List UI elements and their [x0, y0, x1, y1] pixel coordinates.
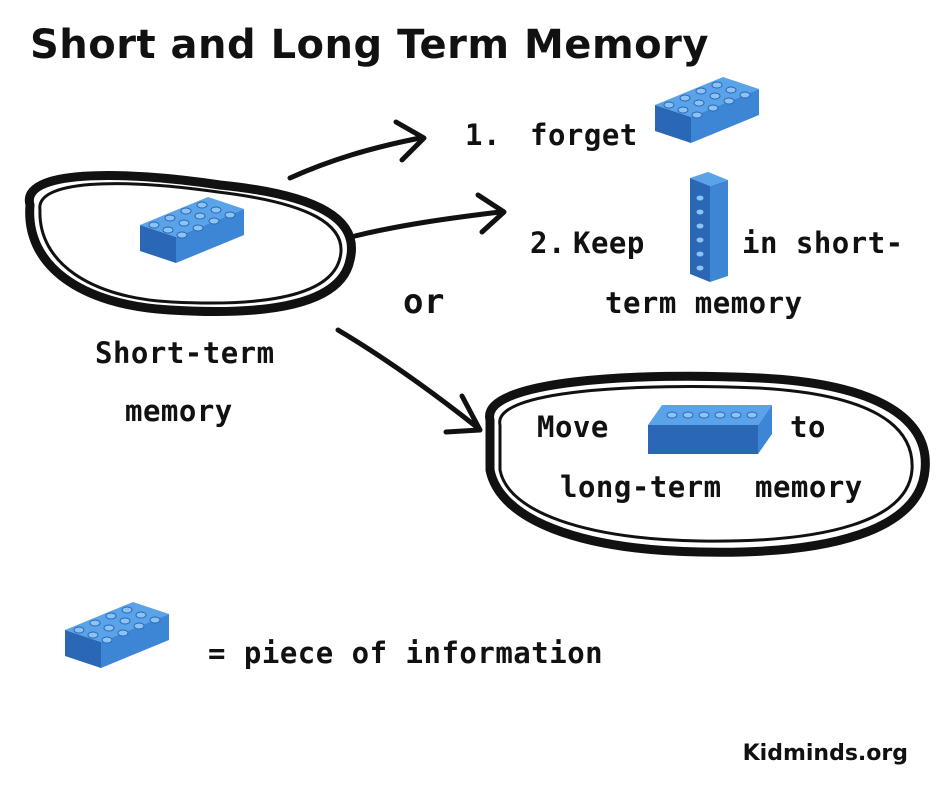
brick-icon-short-term — [139, 196, 245, 264]
arrow-to-move — [335, 327, 483, 435]
keep-label-after: in short- — [742, 226, 904, 260]
move-label-line2b: memory — [755, 470, 863, 504]
site-label: Kidminds.org — [742, 741, 908, 766]
short-term-label-line2: memory — [125, 394, 233, 428]
arrow-to-keep — [352, 192, 507, 239]
keep-number: 2. — [530, 226, 566, 260]
move-label-before: Move — [537, 410, 609, 444]
or-label: or — [403, 282, 445, 322]
brick-icon-keep — [690, 172, 728, 282]
arrow-to-forget — [287, 119, 427, 181]
brick-icon-move — [648, 405, 772, 454]
short-term-memory-loop — [24, 171, 356, 317]
short-term-label-line1: Short-term — [95, 336, 275, 370]
move-label-line2a: long-term — [560, 470, 722, 504]
long-term-memory-loop — [485, 371, 930, 557]
brick-icon-legend — [64, 601, 170, 669]
move-label-after: to — [790, 410, 826, 444]
legend-text: = piece of information — [208, 636, 604, 670]
keep-label-line2: term memory — [605, 286, 803, 320]
page-title: Short and Long Term Memory — [30, 22, 709, 68]
brick-icon-forget — [654, 76, 760, 144]
forget-label: forget — [530, 118, 638, 152]
forget-number: 1. — [465, 118, 501, 152]
keep-label-before: Keep — [573, 226, 645, 260]
